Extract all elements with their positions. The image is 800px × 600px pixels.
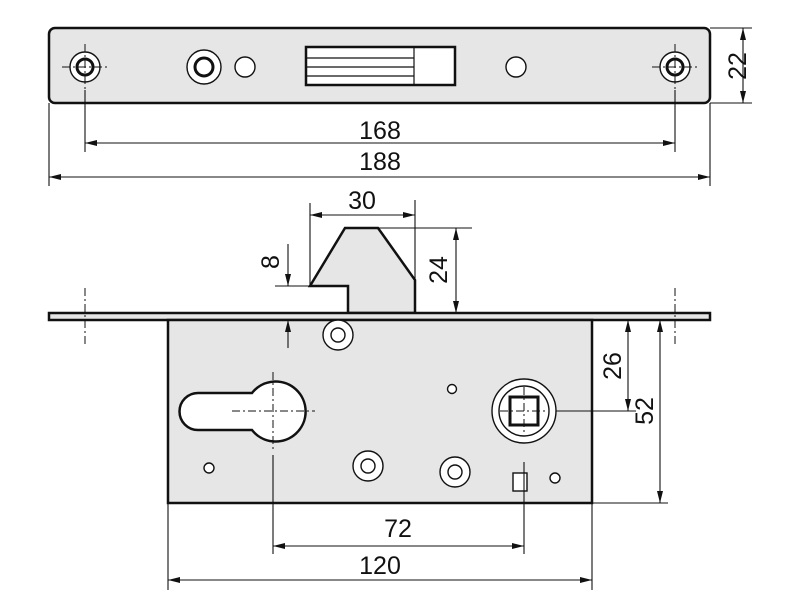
dimension-label: 24 — [425, 256, 453, 284]
dimension-label: 72 — [384, 515, 412, 543]
dimension-latch-projection: 24 — [378, 227, 472, 313]
screw-boss — [439, 456, 471, 488]
dimension-label: 168 — [359, 117, 401, 145]
dimension-body-depth: 52 — [592, 320, 668, 504]
faceplate-front-view: 22 168 188 — [47, 26, 752, 186]
dimension-label: 188 — [359, 148, 401, 176]
dimension-label: 22 — [724, 52, 752, 80]
latch-bolt — [307, 226, 417, 315]
dimension-latch-width: 30 — [309, 187, 416, 286]
dimension-label: 26 — [599, 352, 627, 380]
lock-body-side-view: 30 24 8 26 52 — [47, 187, 712, 590]
dimension-label: 52 — [631, 397, 659, 425]
dimension-faceplate-height: 22 — [710, 27, 752, 104]
dimension-backset: 72 — [272, 455, 525, 554]
dimension-label: 30 — [348, 187, 376, 215]
screw-hole-right — [652, 44, 698, 90]
cylinder-hole — [178, 372, 315, 450]
screw-boss — [352, 450, 384, 482]
follower-spindle — [491, 378, 557, 444]
screw-hole-left — [62, 44, 108, 90]
small-slot — [512, 472, 528, 492]
small-hole — [505, 56, 527, 78]
latch-bolt-slot — [304, 45, 457, 87]
small-hole — [549, 472, 561, 484]
small-hole — [203, 462, 215, 474]
dimension-follower-offset: 26 — [556, 319, 668, 412]
dimension-label: 8 — [257, 255, 285, 269]
screw-boss — [322, 319, 354, 351]
small-hole — [446, 383, 458, 395]
small-hole — [234, 56, 256, 78]
dimension-screw-spacing: 168 — [84, 90, 676, 152]
dimension-faceplate-length: 188 — [48, 103, 711, 186]
dimension-label: 120 — [359, 552, 401, 580]
countersunk-hole — [186, 49, 222, 85]
dimension-body-width: 120 — [167, 503, 593, 590]
dimension-latch-step: 8 — [257, 244, 310, 348]
